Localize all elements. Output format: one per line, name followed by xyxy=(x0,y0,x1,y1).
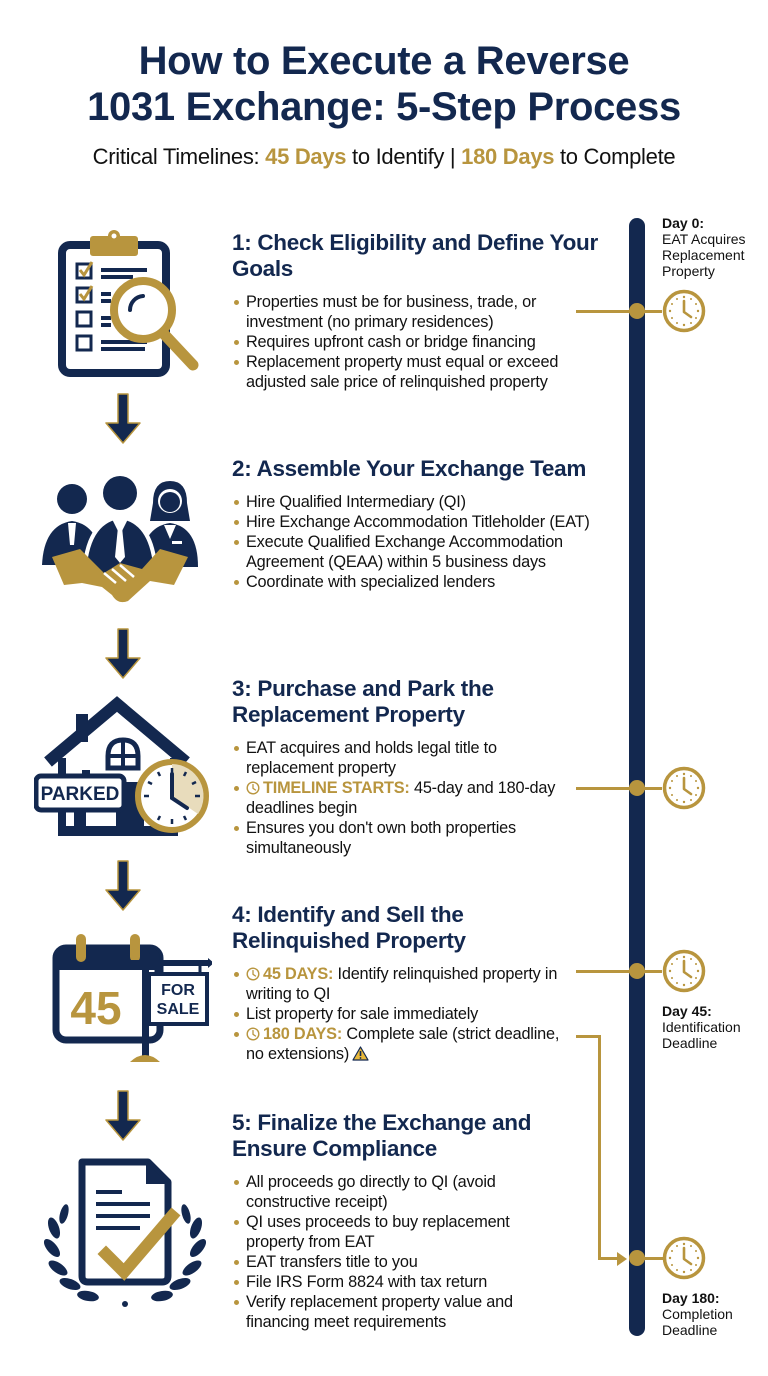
subtitle-prefix: Critical Timelines: xyxy=(92,144,266,169)
clock-icon xyxy=(246,781,260,795)
clock-icon xyxy=(246,1027,260,1041)
bullet-text: Identify relinquished property in writin… xyxy=(246,965,558,1003)
step-3-bullets: EAT acquires and holds legal title to re… xyxy=(232,738,572,858)
step-4-bullets: 45 DAYS: Identify relinquished property … xyxy=(232,964,572,1064)
timeline-node-day-180 xyxy=(629,1250,645,1266)
milestone-description: EAT Acquires Replacement Property xyxy=(662,231,746,279)
step-1-bullets: Properties must be for business, trade, … xyxy=(232,292,612,392)
timeline-node-day-0 xyxy=(629,303,645,319)
timeline-bar xyxy=(629,218,645,1336)
subtitle-middle: to Identify | xyxy=(346,144,462,169)
bullet-highlight: 45 DAYS: xyxy=(263,965,334,983)
step-5-title: 5: Finalize the Exchange and Ensure Comp… xyxy=(232,1110,532,1161)
calendar-for-sale-icon: 45 FOR SALE xyxy=(52,934,212,1062)
team-handshake-icon xyxy=(42,473,198,603)
bullet: Execute Qualified Exchange Accommodation… xyxy=(232,532,622,572)
bullet: Replacement property must equal or excee… xyxy=(232,352,612,392)
step-1-title: 1: Check Eligibility and Define Your Goa… xyxy=(232,230,598,281)
bullet-45-days: 45 DAYS: Identify relinquished property … xyxy=(232,964,572,1004)
down-arrow-icon xyxy=(103,393,143,445)
milestone-day: Day 180: xyxy=(662,1290,720,1306)
clock-icon xyxy=(662,1236,706,1280)
step-5: 5: Finalize the Exchange and Ensure Comp… xyxy=(232,1110,562,1332)
step-2-bullets: Hire Qualified Intermediary (QI) Hire Ex… xyxy=(232,492,622,592)
for-sale-sign-line2: SALE xyxy=(157,1001,200,1018)
clock-icon xyxy=(662,766,706,810)
step-5-bullets: All proceeds go directly to QI (avoid co… xyxy=(232,1172,562,1332)
connector-step-4-180-days xyxy=(576,1035,601,1038)
milestone-day: Day 0: xyxy=(662,215,705,231)
step-1: 1: Check Eligibility and Define Your Goa… xyxy=(232,230,612,392)
bullet: All proceeds go directly to QI (avoid co… xyxy=(232,1172,562,1212)
connector-elbow-180-days xyxy=(598,1035,601,1260)
bullet: EAT transfers title to you xyxy=(232,1252,562,1272)
timeline-node-timeline-start xyxy=(629,780,645,796)
subtitle-suffix: to Complete xyxy=(554,144,676,169)
clipboard-magnifier-icon xyxy=(58,230,199,377)
arrowhead-icon xyxy=(617,1252,627,1266)
connector-elbow-horizontal xyxy=(598,1257,620,1260)
step-3: 3: Purchase and Park the Replacement Pro… xyxy=(232,676,572,858)
down-arrow-icon xyxy=(103,860,143,912)
bullet: Hire Exchange Accommodation Titleholder … xyxy=(232,512,622,532)
bullet: Requires upfront cash or bridge financin… xyxy=(232,332,612,352)
subtitle-180-days: 180 Days xyxy=(461,144,555,169)
bullet: EAT acquires and holds legal title to re… xyxy=(232,738,572,778)
bullet: Verify replacement property value and fi… xyxy=(232,1292,562,1332)
step-3-title: 3: Purchase and Park the Replacement Pro… xyxy=(232,676,494,727)
bullet: Hire Qualified Intermediary (QI) xyxy=(232,492,622,512)
parked-sign-text: PARKED xyxy=(41,784,120,805)
page-title: How to Execute a Reverse 1031 Exchange: … xyxy=(0,38,768,130)
title-line-2: 1031 Exchange: 5-Step Process xyxy=(87,85,681,129)
parked-house-clock-icon: PARKED xyxy=(34,696,209,836)
bullet-highlight: 180 DAYS: xyxy=(263,1025,343,1043)
connector-day-180-clock xyxy=(643,1257,663,1260)
clock-icon xyxy=(246,967,260,981)
down-arrow-icon xyxy=(103,628,143,680)
connector-step-3 xyxy=(576,787,662,790)
step-2: 2: Assemble Your Exchange Team Hire Qual… xyxy=(232,456,622,592)
clock-icon xyxy=(662,949,706,993)
bullet-180-days: 180 DAYS: Complete sale (strict deadline… xyxy=(232,1024,572,1064)
calendar-day-number: 45 xyxy=(70,982,121,1034)
milestone-day: Day 45: xyxy=(662,1003,712,1019)
step-4: 4: Identify and Sell the Relinquished Pr… xyxy=(232,902,572,1064)
subtitle: Critical Timelines: 45 Days to Identify … xyxy=(0,144,768,170)
clock-icon xyxy=(662,289,706,333)
milestone-description: Identification Deadline xyxy=(662,1019,741,1051)
document-check-laurel-icon xyxy=(43,1158,207,1307)
bullet-timeline-starts: TIMELINE STARTS: 45-day and 180-day dead… xyxy=(232,778,572,818)
step-4-title: 4: Identify and Sell the Relinquished Pr… xyxy=(232,902,466,953)
timeline-node-day-45 xyxy=(629,963,645,979)
connector-step-4-45-days xyxy=(576,970,662,973)
step-2-title: 2: Assemble Your Exchange Team xyxy=(232,456,587,481)
warning-icon xyxy=(352,1046,369,1061)
bullet: File IRS Form 8824 with tax return xyxy=(232,1272,562,1292)
down-arrow-icon xyxy=(103,1090,143,1142)
bullet-text: Complete sale (strict deadline, no exten… xyxy=(246,1025,560,1063)
bullet-highlight: TIMELINE STARTS: xyxy=(263,779,410,797)
title-line-1: How to Execute a Reverse xyxy=(138,39,630,83)
bullet: Ensures you don't own both properties si… xyxy=(232,818,572,858)
bullet: Properties must be for business, trade, … xyxy=(232,292,612,332)
bullet-text: 45-day and 180-day deadlines begin xyxy=(246,779,556,817)
connector-step-1 xyxy=(576,310,662,313)
milestone-day-180-label: Day 180: Completion Deadline xyxy=(662,1290,768,1338)
subtitle-45-days: 45 Days xyxy=(265,144,347,169)
milestone-description: Completion Deadline xyxy=(662,1306,733,1338)
milestone-day-45-label: Day 45: Identification Deadline xyxy=(662,1003,768,1051)
milestone-day-0-label: Day 0: EAT Acquires Replacement Property xyxy=(662,215,768,279)
for-sale-sign-line1: FOR xyxy=(161,982,195,999)
bullet: Coordinate with specialized lenders xyxy=(232,572,622,592)
bullet: List property for sale immediately xyxy=(232,1004,572,1024)
bullet: QI uses proceeds to buy replacement prop… xyxy=(232,1212,562,1252)
